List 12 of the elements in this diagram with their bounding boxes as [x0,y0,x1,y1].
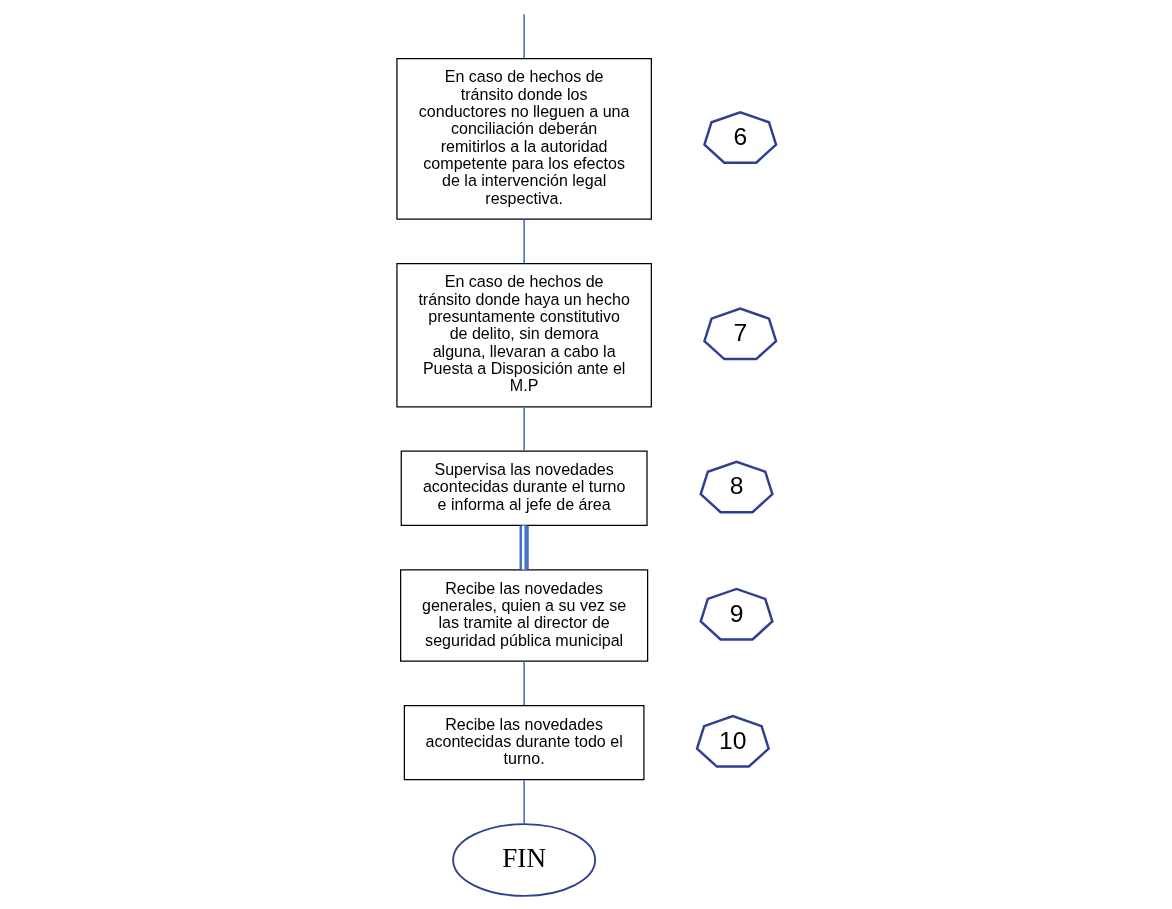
connector [519,525,529,570]
node-box: Recibe las novedades generales, quien a su vez se las tramite al director de seguridad pública municipal [399,569,648,662]
connector [522,660,525,707]
node-box: Supervisa las novedades acontecidas durante el turno e informa al jefe de área [400,450,648,526]
node-box: En caso de hechos de tránsito donde haya un hecho presuntamente constitutivo de delito, sin demora alguna, llevaran a cabo la Puesta a Disposición ante el M.P [395,262,652,408]
node-box: Recibe las novedades acontecidas durante todo el turno. [403,705,645,781]
node-ellipse: FIN [451,823,596,897]
node-box: En caso de hechos de tránsito donde los conductores no lleguen a una conciliación deberán remitirlos a la autoridad competente para los efectos de la intervención legal respectiva. [395,57,652,220]
connector [522,779,525,825]
connector [522,218,525,264]
connector [522,406,525,452]
connector [522,13,525,60]
